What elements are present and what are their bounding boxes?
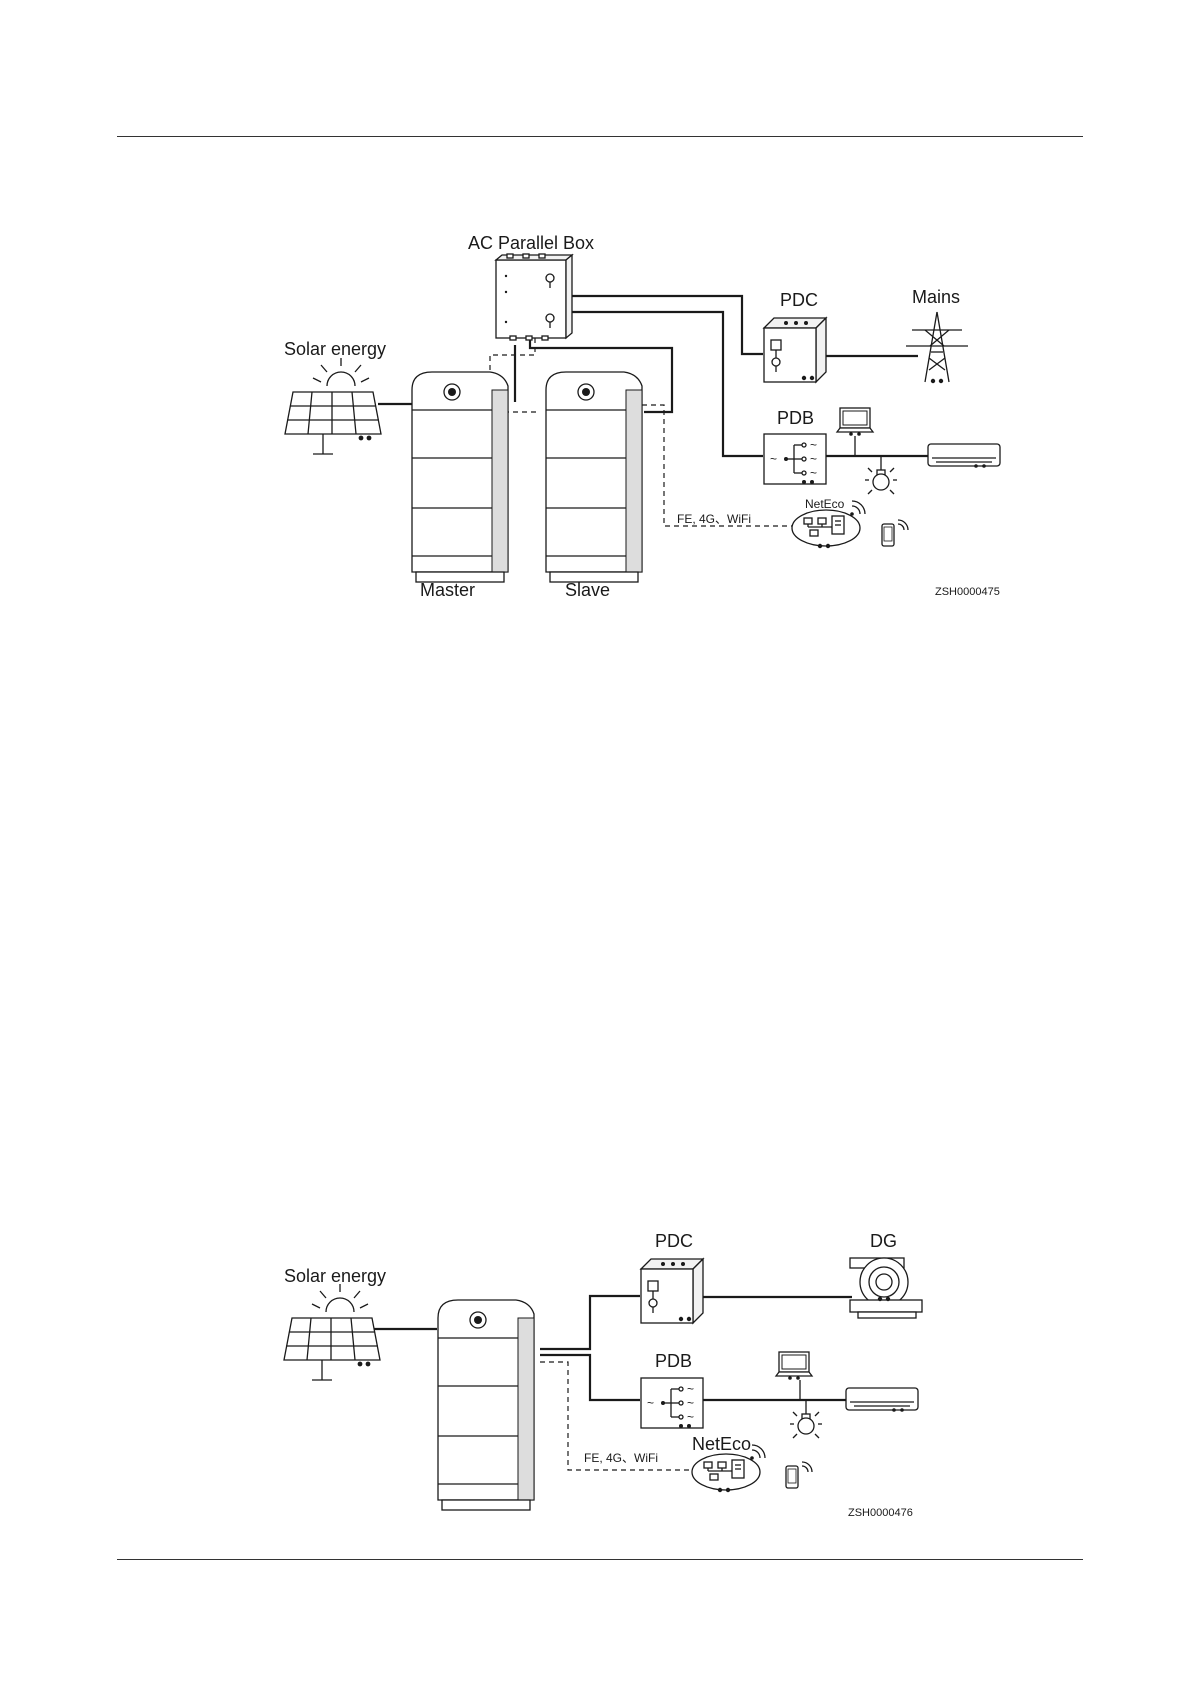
solar-energy-label: Solar energy <box>284 339 386 359</box>
figure-id-label: ZSH0000475 <box>935 586 1000 598</box>
laptop-icon <box>837 408 873 436</box>
pdb-icon <box>764 434 826 484</box>
pdc-label-2: PDC <box>655 1231 693 1251</box>
comm-label: FE, 4G、WiFi <box>677 512 751 526</box>
master-label: Master <box>420 580 475 600</box>
figure-1: AC Parallel Box PDC Mains Solar energy P… <box>284 233 1000 600</box>
ac-parallel-box-label: AC Parallel Box <box>468 233 594 253</box>
air-conditioner-icon <box>928 444 1000 468</box>
pdb-label-2: PDB <box>655 1351 692 1371</box>
battery-slave-icon <box>546 372 642 582</box>
comm-label-2: FE, 4G、WiFi <box>584 1451 658 1465</box>
phone-icon <box>882 520 908 546</box>
solar-panel-icon <box>285 358 381 454</box>
pdb-icon-2 <box>641 1378 703 1428</box>
neteco-label-2: NetEco <box>692 1434 751 1454</box>
battery-icon-2 <box>438 1300 534 1510</box>
solar-energy-label-2: Solar energy <box>284 1266 386 1286</box>
phone-icon-2 <box>786 1462 812 1488</box>
dg-label: DG <box>870 1231 897 1251</box>
diesel-generator-icon <box>850 1258 922 1318</box>
slave-label: Slave <box>565 580 610 600</box>
pdb-label: PDB <box>777 408 814 428</box>
figure-id-label-2: ZSH0000476 <box>848 1507 913 1519</box>
mains-label: Mains <box>912 287 960 307</box>
pdc-label: PDC <box>780 290 818 310</box>
air-conditioner-icon-2 <box>846 1388 918 1412</box>
light-bulb-icon <box>865 462 897 494</box>
pdc-icon <box>764 318 826 382</box>
solar-panel-icon-2 <box>284 1284 380 1380</box>
battery-master-icon <box>412 372 508 582</box>
light-bulb-icon-2 <box>790 1406 822 1438</box>
transmission-tower-icon <box>906 312 968 383</box>
figure-2: PDC DG Solar energy PDB NetEco FE, 4G、Wi… <box>284 1231 922 1519</box>
ac-parallel-box-icon <box>496 254 572 340</box>
pdc-icon-2 <box>641 1259 703 1323</box>
laptop-icon-2 <box>776 1352 812 1380</box>
neteco-label: NetEco <box>805 497 845 511</box>
